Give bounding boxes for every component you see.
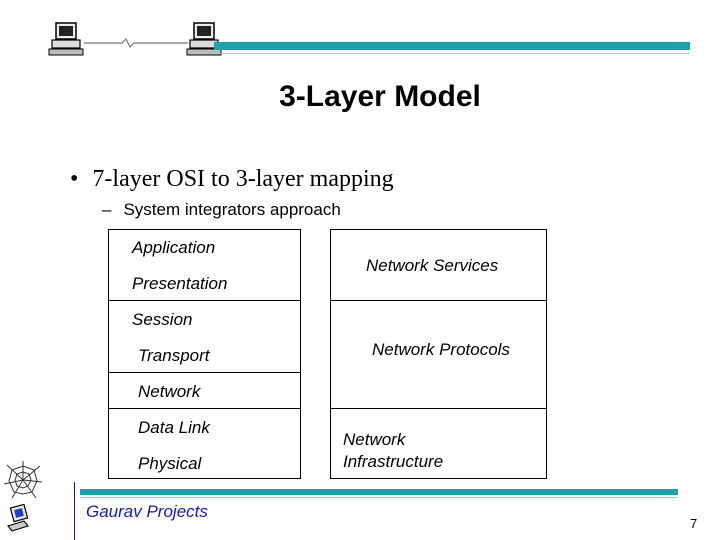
laptop-icon <box>7 504 29 532</box>
spiderweb-icon <box>3 461 43 499</box>
network-infrastructure-label-1: Network <box>343 430 406 449</box>
computer-icon <box>48 22 84 56</box>
footer-label: Gaurav Projects <box>86 502 208 521</box>
osi-layer-application: Application <box>132 238 216 257</box>
osi-box-datalink-physical <box>108 408 301 479</box>
page-number: 7 <box>690 516 698 531</box>
osi-box-network <box>108 372 301 409</box>
slide-title: 3-Layer Model <box>279 80 481 113</box>
bullet-text: 7-layer OSI to 3-layer mapping <box>92 166 394 192</box>
osi-layer-physical: Physical <box>138 454 202 473</box>
sub-bullet-text: System integrators approach <box>123 200 341 219</box>
osi-layer-transport: Transport <box>138 346 210 365</box>
osi-layer-session: Session <box>132 310 193 329</box>
layer-box-network-infrastructure <box>330 408 547 479</box>
network-infrastructure-label-2: Infrastructure <box>343 452 444 471</box>
header-accent-line <box>214 53 690 54</box>
sub-bullet: –System integrators approach <box>102 200 341 220</box>
network-cable-icon <box>84 37 188 49</box>
computer-icon <box>186 22 222 56</box>
osi-layer-network: Network <box>138 382 201 401</box>
osi-layer-data-link: Data Link <box>138 418 210 437</box>
footer-vertical-rule <box>74 482 75 540</box>
header-accent-bar <box>214 42 690 50</box>
osi-layer-presentation: Presentation <box>132 274 228 293</box>
sub-bullet-marker: – <box>102 200 112 219</box>
footer-accent-line <box>80 497 678 498</box>
bullet-marker: • <box>70 166 79 192</box>
bullet-point: • 7-layer OSI to 3-layer mapping <box>70 166 394 193</box>
network-protocols-label: Network Protocols <box>372 340 510 359</box>
footer-accent-bar <box>80 489 678 495</box>
network-services-label: Network Services <box>366 256 499 275</box>
